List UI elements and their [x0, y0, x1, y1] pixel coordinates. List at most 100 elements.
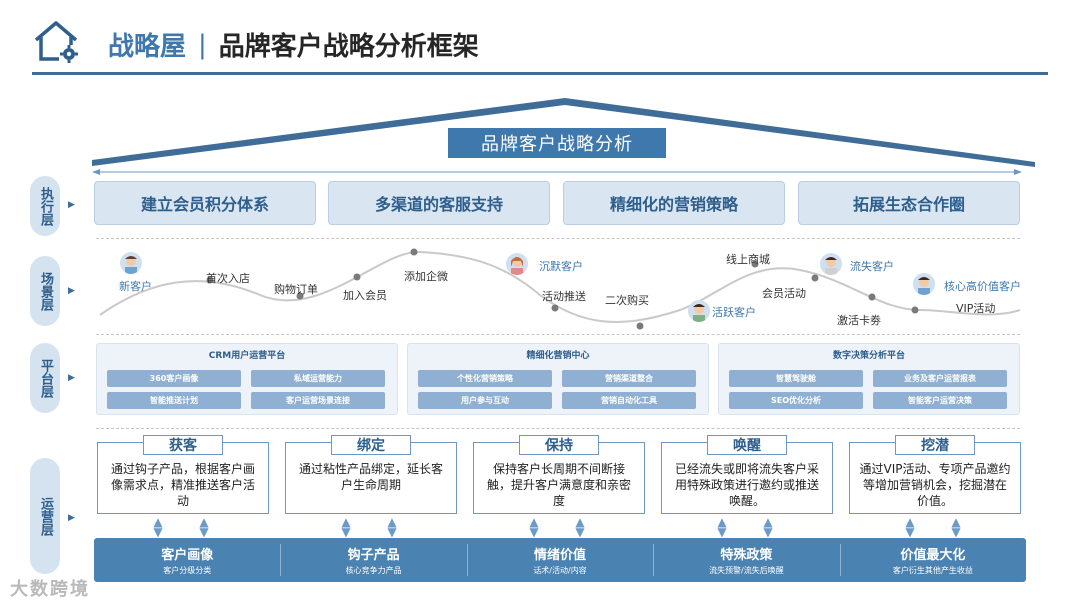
roof-title: 品牌客户战略分析: [448, 128, 666, 158]
platform-chip: 智能推送计划: [107, 392, 241, 409]
scene-label: 加入会员: [343, 289, 387, 302]
execution-item: 拓展生态合作圈: [798, 181, 1020, 225]
customer-avatar-icon: [913, 273, 935, 295]
customer-avatar-icon: [820, 253, 842, 275]
up-down-arrow-icon: ▲▼: [341, 515, 351, 539]
operation-text: 保持客户长周期不间断接触，提升客户满意度和亲密度: [486, 462, 631, 508]
up-down-arrow-icon: ▲▼: [575, 515, 585, 539]
platform-card: 数字决策分析平台 智慧驾驶舱 业务及客户运营报表 SEO优化分析 智能客户运营决…: [718, 343, 1020, 415]
operation-card: 唤醒 已经流失或即将流失客户采用特殊政策进行邀约或推送唤醒。: [661, 435, 833, 514]
triangle-right-icon: ▶: [68, 200, 75, 210]
scene-label: VIP活动: [956, 302, 996, 315]
foundation-cell: 价值最大化 客户衍生其他产生收益: [839, 538, 1026, 582]
platform-chip: 营销自动化工具: [562, 392, 696, 409]
house-gear-logo-icon: [34, 21, 78, 63]
roof-shape: [92, 98, 1035, 175]
divider: [96, 428, 1020, 429]
foundation-cell: 情绪价值 话术/活动/内容: [466, 538, 653, 582]
divider: [96, 334, 1020, 335]
foundation-sub: 话术/活动/内容: [533, 566, 587, 575]
watermark: 大数跨境: [10, 579, 90, 600]
scene-label: 活动推送: [542, 290, 586, 303]
up-down-arrow-icon: ▲▼: [387, 515, 397, 539]
layer-label-text: 平台层: [38, 358, 53, 398]
platform-chip: 智慧驾驶舱: [729, 370, 863, 387]
platform-chip: 360客户画像: [107, 370, 241, 387]
scene-label: 激活卡劵: [837, 314, 881, 327]
platform-chip: SEO优化分析: [729, 392, 863, 409]
platform-card: 精细化营销中心 个性化营销策略 营销渠道整合 用户参与互动 营销自动化工具: [407, 343, 709, 415]
layer-label-operation: 运营层: [30, 458, 60, 574]
triangle-right-icon: ▶: [68, 373, 75, 383]
operation-card: 保持 保持客户长周期不间断接触，提升客户满意度和亲密度: [473, 435, 645, 514]
foundation-main: 价值最大化: [900, 548, 966, 563]
title-separator: |: [198, 29, 207, 60]
section-name: 战略屋: [108, 32, 187, 62]
layer-label-text: 运营层: [38, 496, 53, 536]
triangle-right-icon: ▶: [68, 286, 75, 296]
customer-avatar-icon: [688, 300, 710, 322]
up-down-arrow-icon: ▲▼: [951, 515, 961, 539]
up-down-arrow-icon: ▲▼: [905, 515, 915, 539]
scene-label: 流失客户: [850, 260, 894, 273]
platform-chip: 业务及客户运营报表: [873, 370, 1007, 387]
scene-label: 活跃客户: [712, 306, 756, 319]
execution-item: 多渠道的客服支持: [328, 181, 550, 225]
platform-title: 精细化营销中心: [526, 351, 590, 361]
platform-chip: 客户运营场景连接: [251, 392, 385, 409]
foundation-main: 情绪价值: [534, 548, 587, 563]
up-down-arrow-icon: ▲▼: [153, 515, 163, 539]
platform-chip: 私域运营能力: [251, 370, 385, 387]
operation-text: 通过粘性产品绑定，延长客户生命周期: [298, 462, 443, 492]
scene-label: 添加企微: [404, 270, 448, 283]
platform-chip: 用户参与互动: [418, 392, 552, 409]
foundation-main: 客户画像: [161, 548, 214, 563]
customer-avatar-icon: [506, 253, 528, 275]
layer-label-execution: 执行层: [30, 176, 60, 236]
divider: [96, 238, 1020, 239]
header-divider: [32, 72, 1048, 75]
foundation-main: 特殊政策: [720, 548, 773, 563]
operation-tag: 挖潜: [895, 435, 975, 455]
operation-tag: 获客: [143, 435, 223, 455]
platform-card: CRM用户运营平台 360客户画像 私域运营能力 智能推送计划 客户运营场景连接: [96, 343, 398, 415]
foundation-cell: 钩子产品 核心竞争力产品: [280, 538, 466, 582]
operation-text: 通过钩子产品，根据客户画像需求点，精准推送客户活动: [110, 462, 255, 508]
execution-item: 精细化的营销策略: [563, 181, 785, 225]
foundation-sub: 流失预警/流失后唤醒: [709, 566, 784, 575]
operation-card: 绑定 通过粘性产品绑定，延长客户生命周期: [285, 435, 457, 514]
layer-label-platform: 平台层: [30, 343, 60, 413]
operation-text: 已经流失或即将流失客户采用特殊政策进行邀约或推送唤醒。: [674, 462, 819, 508]
operation-tag: 保持: [519, 435, 599, 455]
up-down-arrow-icon: ▲▼: [763, 515, 773, 539]
foundation-sub: 客户分级分类: [163, 566, 212, 575]
layer-label-text: 场景层: [38, 271, 53, 311]
operation-text: 通过VIP活动、专项产品邀约等增加营销机会，挖掘潜在价值。: [859, 462, 1011, 508]
up-down-arrow-icon: ▲▼: [529, 515, 539, 539]
customer-journey-curve: [99, 248, 1021, 330]
layer-label-scene: 场景层: [30, 256, 60, 326]
foundation-bar: 客户画像 客户分级分类 钩子产品 核心竞争力产品 情绪价值 话术/活动/内容 特…: [94, 538, 1026, 582]
scene-label: 沉默客户: [539, 260, 583, 273]
scene-label: 首次入店: [206, 272, 250, 285]
operation-tag: 唤醒: [707, 435, 787, 455]
operation-tag: 绑定: [331, 435, 411, 455]
platform-chip: 个性化营销策略: [418, 370, 552, 387]
foundation-sub: 客户衍生其他产生收益: [892, 566, 973, 575]
up-down-arrow-icon: ▲▼: [717, 515, 727, 539]
operation-card: 获客 通过钩子产品，根据客户画像需求点，精准推送客户活动: [97, 435, 269, 514]
foundation-cell: 特殊政策 流失预警/流失后唤醒: [653, 538, 839, 582]
scene-label: 会员活动: [762, 287, 806, 300]
scene-label: 核心高价值客户: [944, 280, 1021, 293]
platform-chip: 营销渠道整合: [562, 370, 696, 387]
foundation-sub: 核心竞争力产品: [345, 566, 402, 575]
triangle-right-icon: ▶: [68, 513, 75, 523]
foundation-main: 钩子产品: [347, 548, 400, 563]
platform-chip: 智能客户运营决策: [873, 392, 1007, 409]
customer-avatar-icon: [120, 252, 142, 274]
scene-label: 二次购买: [605, 294, 649, 307]
layer-label-text: 执行层: [38, 186, 53, 226]
platform-title: 数字决策分析平台: [832, 351, 905, 361]
up-down-arrow-icon: ▲▼: [199, 515, 209, 539]
page-title: 战略屋 | 品牌客户战略分析框架: [108, 26, 479, 63]
